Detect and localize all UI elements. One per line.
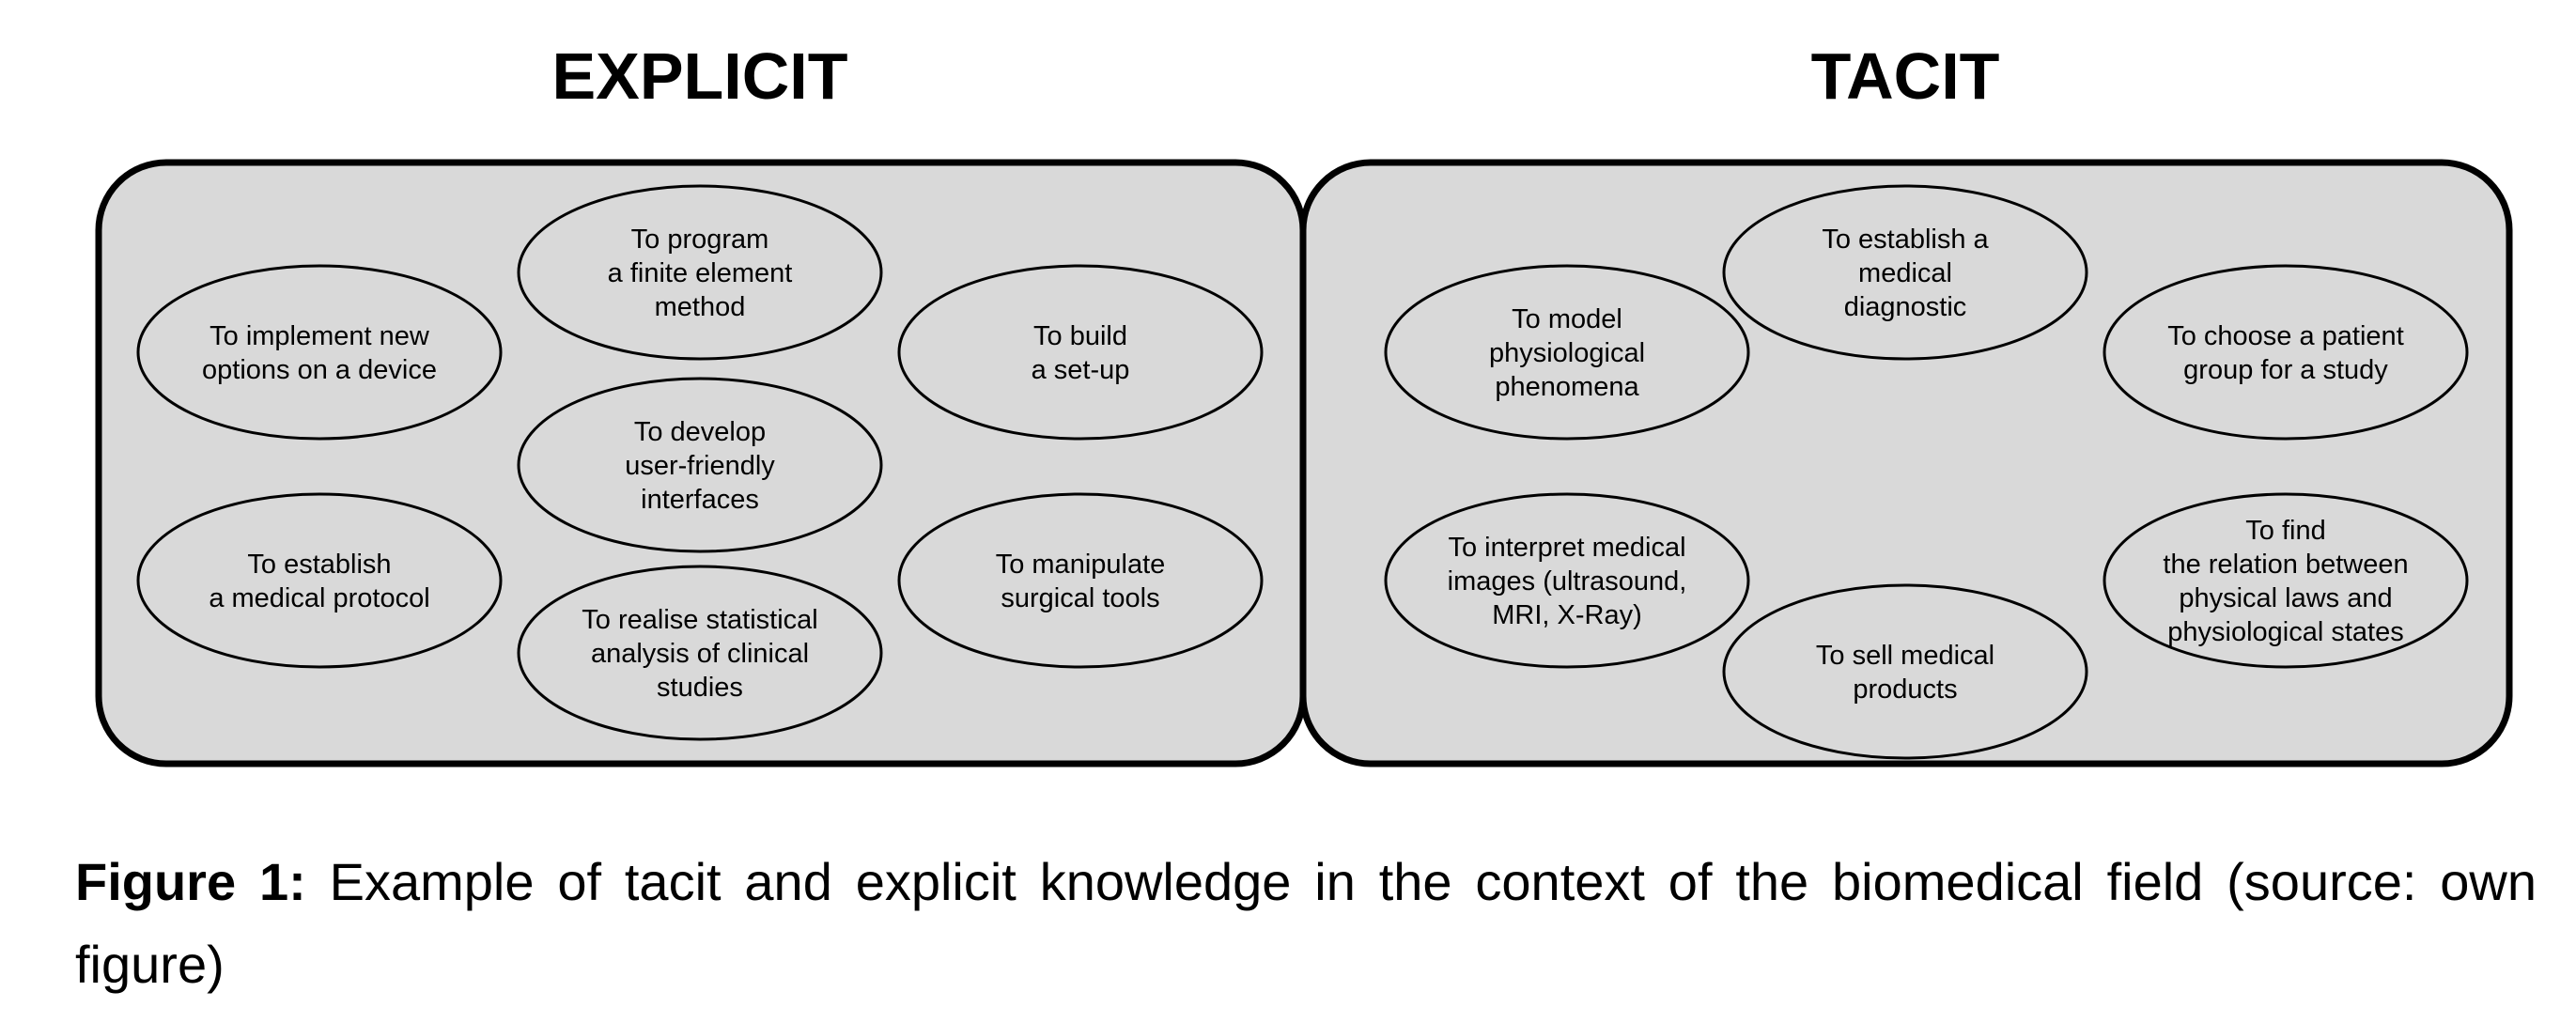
- bubble-ellipse: [1722, 583, 2088, 760]
- bubble-label-line: To choose a patient: [2167, 321, 2404, 351]
- bubble-label-line: physiological: [1489, 338, 1645, 368]
- knowledge-bubble-tacit: To choose a patient group for a study: [2103, 264, 2469, 441]
- bubble-label-line: To establish a: [1822, 225, 1989, 255]
- bubble-label-line: surgical tools: [1001, 583, 1159, 613]
- bubble-ellipse: [1722, 184, 2088, 361]
- bubble-label-line: studies: [657, 673, 743, 703]
- bubble-label-line: phenomena: [1495, 372, 1639, 402]
- bubble-ellipse: [897, 492, 1264, 669]
- bubble-ellipse: [136, 492, 503, 669]
- bubble-label-line: a medical protocol: [209, 583, 429, 613]
- bubble-label: To build a set-up: [1032, 321, 1130, 385]
- bubble-label-line: a set-up: [1032, 355, 1130, 385]
- knowledge-bubble-explicit: To build a set-up: [897, 264, 1264, 441]
- bubble-label-line: To build: [1033, 321, 1127, 351]
- bubble-label-line: user-friendly: [625, 451, 775, 481]
- bubble-label-line: method: [655, 292, 746, 322]
- knowledge-bubble-explicit: To realise statistical analysis of clinic…: [517, 565, 883, 741]
- bubble-label-line: diagnostic: [1844, 292, 1967, 322]
- bubble-ellipse: [2103, 264, 2469, 441]
- bubble-ellipse: [1384, 264, 1750, 441]
- bubble-label: To develop user-friendly interfaces: [625, 417, 775, 515]
- bubble-ellipse: [136, 264, 503, 441]
- bubble-label-line: To find: [2245, 516, 2325, 546]
- knowledge-bubble-explicit: To develop user-friendly interfaces: [517, 377, 883, 553]
- knowledge-bubble-tacit: To model physiological phenomena: [1384, 264, 1750, 441]
- bubble-label-line: To program: [631, 225, 769, 255]
- bubble-label-line: To interpret medical: [1448, 533, 1685, 563]
- bubble-ellipse: [1384, 492, 1750, 669]
- caption-label: Figure 1:: [75, 852, 306, 911]
- bubble-label-line: To realise statistical: [582, 605, 817, 635]
- bubble-label-line: MRI, X-Ray): [1492, 600, 1642, 630]
- bubble-ellipse: [517, 565, 883, 741]
- knowledge-bubble-explicit: To implement new options on a device: [136, 264, 503, 441]
- bubble-label: To model physiological phenomena: [1489, 304, 1645, 402]
- bubble-ellipse: [517, 377, 883, 553]
- bubble-label-line: To develop: [634, 417, 766, 447]
- bubble-label: To choose a patient group for a study: [2167, 321, 2404, 385]
- caption-text: Example of tacit and explicit knowledge …: [75, 852, 2537, 994]
- bubble-label-line: images (ultrasound,: [1448, 566, 1687, 597]
- bubble-label-line: group for a study: [2183, 355, 2388, 385]
- panel-title-explicit: EXPLICIT: [551, 39, 847, 113]
- bubble-label-line: To manipulate: [996, 550, 1166, 580]
- bubble-label-line: products: [1853, 674, 1957, 705]
- bubble-label-line: analysis of clinical: [591, 639, 809, 669]
- bubble-label-line: To establish: [247, 550, 391, 580]
- bubble-label-line: a finite element: [608, 258, 793, 288]
- bubble-label-line: physiological states: [2167, 617, 2403, 647]
- bubble-label-line: To implement new: [209, 321, 430, 351]
- bubble-label-line: medical: [1858, 258, 1952, 288]
- bubble-label: To implement new options on a device: [202, 321, 437, 385]
- bubble-label-line: physical laws and: [2179, 583, 2392, 613]
- panel-title-tacit: TACIT: [1811, 39, 2000, 113]
- figure-caption: Figure 1: Example of tacit and explicit …: [75, 841, 2537, 1006]
- bubble-label-line: the relation between: [2163, 550, 2408, 580]
- bubble-ellipse: [2103, 492, 2469, 669]
- bubble-label-line: options on a device: [202, 355, 437, 385]
- bubble-label: To realise statistical analysis of clinic…: [582, 605, 817, 703]
- bubble-ellipse: [517, 184, 883, 361]
- bubble-label-line: To sell medical: [1816, 641, 1994, 671]
- bubble-ellipse: [897, 264, 1264, 441]
- bubble-label-line: To model: [1512, 304, 1622, 334]
- bubble-label-line: interfaces: [641, 485, 759, 515]
